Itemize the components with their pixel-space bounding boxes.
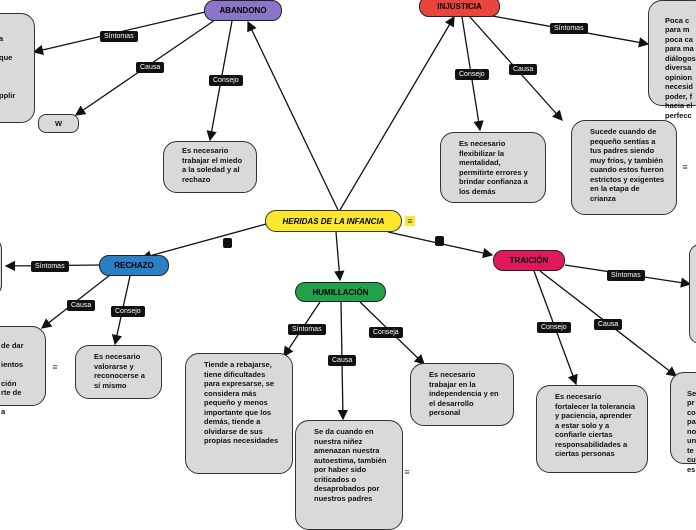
- topic-rechazo-label: RECHAZO: [114, 261, 154, 270]
- label-humillacion-sintomas: Síntomas: [288, 324, 326, 335]
- note-rechazo-sintomas[interactable]: [0, 238, 2, 296]
- central-notes-icon[interactable]: ≡: [405, 216, 415, 226]
- label-abandono-sintomas: Síntomas: [100, 31, 138, 42]
- topic-humillacion-label: HUMILLACIÓN: [312, 287, 369, 297]
- note-injusticia-causa[interactable]: Sucede cuando de pequeño sentías a tus p…: [571, 120, 677, 215]
- injusticia-causa-notes-icon[interactable]: ≡: [682, 162, 688, 172]
- topic-rechazo[interactable]: RECHAZO: [99, 255, 169, 276]
- topic-abandono-label: ABANDONO: [219, 6, 267, 15]
- label-traicion-sintomas: Síntomas: [607, 270, 645, 281]
- note-traicion-consejo[interactable]: Es necesario fortalecer la tolerancia y …: [536, 385, 648, 473]
- label-rechazo-sintomas: Síntomas: [31, 261, 69, 272]
- collapse-handle-traicion[interactable]: [435, 236, 444, 246]
- note-humillacion-sintomas-text: Tiende a rebajarse, tiene dificultades p…: [204, 360, 279, 445]
- note-abandono-consejo-text: Es necesario trabajar el miedo a la sole…: [182, 146, 243, 184]
- note-traicion-sintomas[interactable]: [689, 244, 696, 344]
- note-humillacion-causa-text: Se da cuando en nuestra niñez amenazan n…: [314, 427, 387, 503]
- topic-traicion-label: TRAICIÓN: [509, 256, 549, 265]
- note-abandono-w-text: W: [54, 118, 63, 128]
- note-humillacion-consejo[interactable]: Es necesario trabajar en la independenci…: [410, 363, 514, 426]
- note-abandono-sintomas-text: a que pplir: [0, 33, 16, 100]
- collapse-handle-rechazo[interactable]: [223, 238, 232, 248]
- label-rechazo-consejo: Consejo: [111, 306, 145, 317]
- label-injusticia-sintomas: Síntomas: [550, 23, 588, 34]
- central-topic[interactable]: HERIDAS DE LA INFANCIA: [265, 210, 402, 232]
- label-abandono-causa: Causa: [136, 62, 165, 73]
- label-abandono-consejo: Consejo: [209, 75, 243, 86]
- label-humillacion-consejo: Conseja: [369, 327, 403, 338]
- note-rechazo-causa-text: de dar ientos ción rte de a: [1, 340, 24, 417]
- label-humillacion-causa: Causa: [328, 355, 357, 366]
- note-humillacion-causa[interactable]: Se da cuando en nuestra niñez amenazan n…: [295, 420, 403, 530]
- note-abandono-w[interactable]: W: [38, 114, 79, 133]
- rechazo-causa-notes-icon[interactable]: ≡: [52, 362, 58, 372]
- central-topic-title: HERIDAS DE LA INFANCIA: [282, 216, 385, 226]
- humillacion-causa-notes-icon[interactable]: ≡: [404, 467, 410, 477]
- topic-injusticia-label: INJUSTICIA: [437, 2, 482, 11]
- note-rechazo-consejo[interactable]: Es necesario valorarse y reconocerse a s…: [75, 345, 162, 399]
- note-injusticia-consejo[interactable]: Es necesario flexibilizar la mentalidad,…: [440, 132, 546, 203]
- note-abandono-consejo[interactable]: Es necesario trabajar el miedo a la sole…: [163, 141, 257, 193]
- note-injusticia-sintomas-text: Poca c para m poca ca para ma diálogos d…: [665, 15, 696, 120]
- label-injusticia-causa: Causa: [509, 64, 538, 75]
- topic-traicion[interactable]: TRAICIÓN: [493, 250, 565, 271]
- label-traicion-causa: Causa: [594, 319, 623, 330]
- label-traicion-consejo: Consejo: [537, 322, 571, 333]
- topic-abandono[interactable]: ABANDONO: [204, 0, 282, 21]
- note-traicion-causa-text: Se pr co pa no un te cu es: [687, 388, 696, 474]
- note-rechazo-consejo-text: Es necesario valorarse y reconocerse a s…: [94, 352, 145, 390]
- note-traicion-causa[interactable]: Se pr co pa no un te cu es: [670, 372, 696, 474]
- note-humillacion-consejo-text: Es necesario trabajar en la independenci…: [429, 370, 499, 417]
- note-injusticia-causa-text: Sucede cuando de pequeño sentías a tus p…: [590, 127, 665, 203]
- note-injusticia-sintomas[interactable]: Poca c para m poca ca para ma diálogos d…: [648, 0, 696, 120]
- label-injusticia-consejo: Consejo: [455, 69, 489, 80]
- note-abandono-sintomas[interactable]: a que pplir: [0, 13, 35, 123]
- note-traicion-consejo-text: Es necesario fortalecer la tolerancia y …: [555, 392, 636, 458]
- note-rechazo-causa[interactable]: de dar ientos ción rte de a: [0, 326, 46, 416]
- topic-injusticia[interactable]: INJUSTICIA: [419, 0, 500, 17]
- topic-humillacion[interactable]: HUMILLACIÓN: [295, 282, 386, 302]
- note-injusticia-consejo-text: Es necesario flexibilizar la mentalidad,…: [459, 139, 528, 196]
- note-humillacion-sintomas[interactable]: Tiende a rebajarse, tiene dificultades p…: [185, 353, 293, 474]
- label-rechazo-causa: Causa: [67, 300, 96, 311]
